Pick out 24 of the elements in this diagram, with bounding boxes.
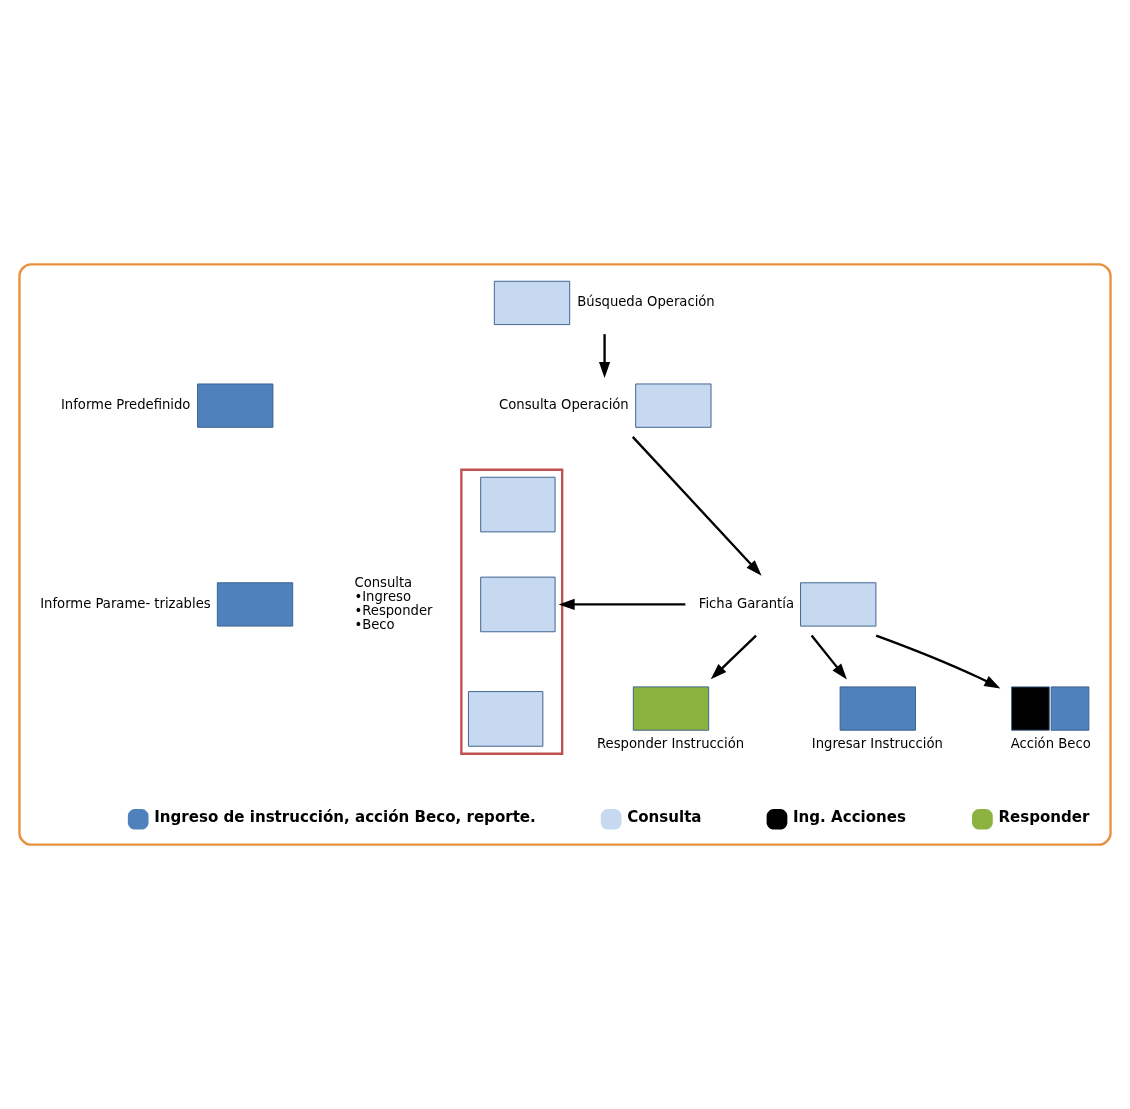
node-label: Acción Beco xyxy=(1010,736,1091,752)
legend-label: Ingreso de instrucción, acción Beco, reporte. xyxy=(154,807,536,826)
node-box xyxy=(480,576,556,633)
arrow xyxy=(810,634,847,680)
arrow xyxy=(598,334,611,379)
legend-label: Responder xyxy=(998,807,1090,826)
legend-label: Consulta xyxy=(627,807,702,826)
arrow xyxy=(875,634,1001,689)
node-label: Búsqueda Operación xyxy=(577,294,715,310)
node-label: Informe Parame- trizables xyxy=(40,595,211,611)
legend-label: Ing. Acciones xyxy=(793,807,907,826)
arrow xyxy=(558,598,686,611)
node-label: Consulta Operación xyxy=(499,397,629,413)
node-box xyxy=(480,476,556,533)
cluster xyxy=(18,263,1112,846)
node-label: Ingresar Instrucción xyxy=(811,736,943,752)
node-label: Ficha Garantía xyxy=(698,595,795,611)
node-box xyxy=(467,691,544,747)
arrow xyxy=(631,436,762,576)
label: Consulta •Ingreso •Responder •Beco xyxy=(354,574,433,633)
node-label: Responder Instrucción xyxy=(597,736,745,752)
node-label: Informe Predefinido xyxy=(60,397,191,413)
arrow xyxy=(710,634,757,680)
cluster xyxy=(460,468,564,755)
